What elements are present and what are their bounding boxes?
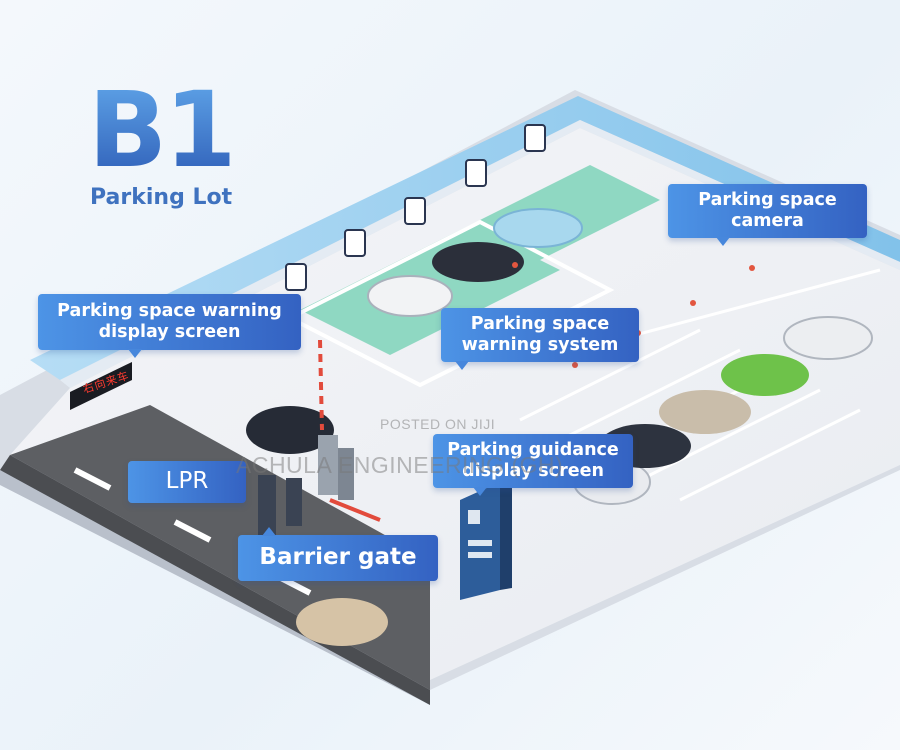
callout-pointer — [473, 487, 487, 496]
callout-pointer — [128, 349, 142, 358]
ev-parked-cars — [367, 208, 583, 317]
callout-warning-system: Parking space warning system — [441, 308, 639, 370]
guidance-display — [460, 482, 512, 600]
level-subtitle: Parking Lot — [90, 185, 233, 210]
callout-parking-space-camera: Parking space camera — [668, 184, 867, 246]
callout-guidance-display-screen: Parking guidance display screen — [433, 434, 633, 496]
callout-label: Parking space camera — [698, 190, 837, 231]
entry-car — [246, 406, 334, 454]
callout-label: LPR — [165, 468, 209, 495]
callout-label: Parking space warning display screen — [57, 301, 282, 342]
led-warning-screen — [70, 362, 132, 410]
callout-label: Parking guidance display screen — [447, 440, 619, 481]
callout-lpr: LPR — [128, 461, 246, 503]
callout-pointer — [262, 527, 276, 536]
level-code: B1 — [88, 69, 237, 191]
ev-chargers — [285, 124, 546, 291]
callout-pointer — [455, 361, 469, 370]
callout-pointer — [716, 237, 730, 246]
callout-barrier-gate: Barrier gate — [238, 527, 438, 581]
lpr-post — [258, 475, 302, 535]
barrier-gate — [318, 339, 381, 522]
road-car — [296, 598, 388, 646]
callout-warning-display-screen: Parking space warning display screen — [38, 294, 301, 358]
callout-label: Barrier gate — [259, 544, 417, 571]
callout-label: Parking space warning system — [461, 314, 619, 355]
